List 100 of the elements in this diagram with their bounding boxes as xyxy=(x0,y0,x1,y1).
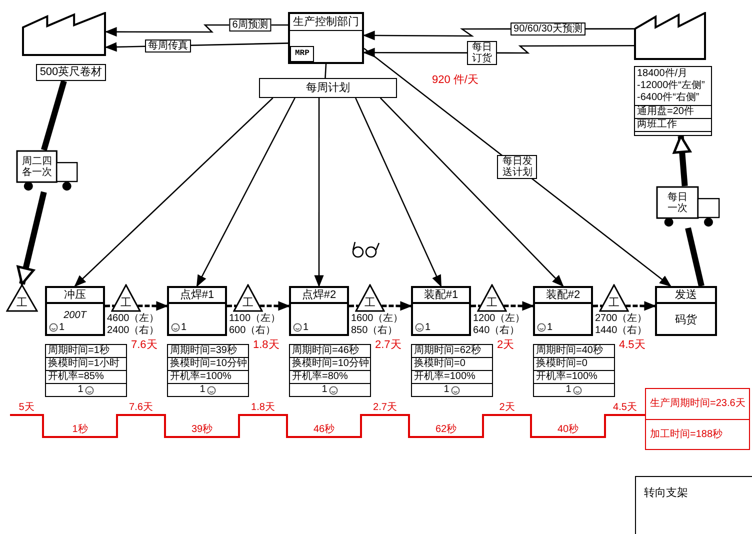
data-row: 开机率=80% xyxy=(290,371,370,384)
inventory-mark: 工 xyxy=(242,297,254,309)
data-row: 开机率=100% xyxy=(534,371,614,384)
data-box xyxy=(289,344,371,397)
text-box: 每周计划 xyxy=(259,78,397,98)
timeline-value: 7.6天 xyxy=(129,402,153,414)
process-box xyxy=(289,286,349,336)
inventory-quantity: 4600（左） 2400（右） xyxy=(107,313,160,337)
process-title: 冲压 xyxy=(47,288,103,304)
data-row-text: 加工时间=188秒 xyxy=(649,428,724,442)
operator-count: 1 xyxy=(200,384,206,396)
process-box xyxy=(655,286,717,336)
text-box: 500英尺卷材 xyxy=(36,64,106,81)
data-row: 周期时间=39秒 xyxy=(168,345,248,358)
data-row: 开机率=100% xyxy=(168,371,248,384)
summary-box xyxy=(645,388,750,450)
push-arrow xyxy=(504,301,534,311)
arrow xyxy=(380,98,564,287)
timeline-value: 1.8天 xyxy=(251,402,275,414)
data-row: 通用盘=20件 xyxy=(635,106,711,119)
lead-time: 4.5天 xyxy=(619,339,646,351)
demand-note: 920 件/天 xyxy=(432,73,478,88)
data-row: 周期时间=62秒 xyxy=(412,345,492,358)
operator-count: 1 xyxy=(181,322,187,333)
operator-count: 1 xyxy=(425,322,431,333)
process-note: 200T xyxy=(62,309,88,323)
data-row: 周期时间=46秒 xyxy=(290,345,370,358)
operator-count: 1 xyxy=(444,384,450,396)
arrow xyxy=(364,48,672,287)
operator-count: 1 xyxy=(303,322,309,333)
operator-count: 1 xyxy=(78,384,84,396)
push-arrow xyxy=(260,301,290,311)
edge-label: 每日订货 xyxy=(467,41,497,65)
system-tag: MRP xyxy=(290,46,314,62)
process-title: 装配#2 xyxy=(535,288,591,304)
data-row: 周期时间=40秒 xyxy=(534,345,614,358)
timeline-value: 62秒 xyxy=(435,424,457,436)
timeline-value: 2天 xyxy=(499,402,515,414)
data-row: 18400件/月 -12000件“左侧” -6400件“右侧” xyxy=(635,67,711,106)
operator-count: 1 xyxy=(547,322,553,333)
process-box xyxy=(167,286,227,336)
operator-count: 1 xyxy=(59,322,65,333)
data-row: 生产周期时间=23.6天 xyxy=(646,389,749,420)
data-box xyxy=(411,344,493,397)
operator-count: 1 xyxy=(566,384,572,396)
inventory-quantity: 1600（左） 850（右） xyxy=(351,313,404,337)
lead-time: 1.8天 xyxy=(253,339,280,351)
lead-time: 2.7天 xyxy=(375,339,402,351)
inventory-quantity: 1100（左） 600（右） xyxy=(229,313,282,337)
push-arrow xyxy=(382,301,412,311)
timeline-value: 39秒 xyxy=(191,424,213,436)
edge-label: 90/60/30天预测 xyxy=(510,22,586,36)
title-box: 转向支架 xyxy=(635,476,752,534)
inventory-quantity: 2700（左） 1440（右） xyxy=(595,313,648,337)
lead-time: 2天 xyxy=(497,339,514,351)
process-box xyxy=(533,286,593,336)
lead-time: 7.6天 xyxy=(131,339,158,351)
data-box xyxy=(634,66,712,136)
process-title: 点焊#2 xyxy=(291,288,347,304)
timeline-value: 5天 xyxy=(18,402,34,414)
data-row: 换模时间=0 xyxy=(412,358,492,371)
data-row: 周期时间=1秒 xyxy=(46,345,126,358)
operator-count: 1 xyxy=(322,384,328,396)
arrow xyxy=(314,98,324,288)
data-row: 换模时间=0 xyxy=(534,358,614,371)
control-title: 生产控制部门 xyxy=(290,14,362,31)
data-box xyxy=(45,344,127,397)
edge-label: 每日发送计划 xyxy=(497,155,538,180)
process-title: 装配#1 xyxy=(413,288,469,304)
data-box xyxy=(167,344,249,397)
arrow xyxy=(196,98,296,288)
timeline-value: 40秒 xyxy=(557,424,579,436)
inventory-mark: 工 xyxy=(120,297,132,309)
data-row: 开机率=100% xyxy=(412,371,492,384)
truck-label: 每日一次 xyxy=(666,192,688,214)
inventory-mark: 工 xyxy=(486,297,498,309)
timeline-value: 4.5天 xyxy=(613,402,637,414)
inventory-mark: 工 xyxy=(16,297,28,309)
process-box xyxy=(411,286,471,336)
process-box xyxy=(45,286,105,336)
process-title: 点焊#1 xyxy=(169,288,225,304)
timeline-value: 46秒 xyxy=(313,424,335,436)
arrow xyxy=(355,98,442,288)
inventory-mark: 工 xyxy=(608,297,620,309)
data-row: 换模时间=10分钟 xyxy=(168,358,248,371)
data-row: 两班工作 xyxy=(635,119,711,132)
control-box xyxy=(288,12,364,64)
data-box xyxy=(533,344,615,397)
timeline-value: 2.7天 xyxy=(373,402,397,414)
data-row: 换模时间=10分钟 xyxy=(290,358,370,371)
data-row: 开机率=85% xyxy=(46,371,126,384)
inventory-mark: 工 xyxy=(364,297,376,309)
inventory-quantity: 1200（左） 640（右） xyxy=(473,313,526,337)
shipment-arrow xyxy=(672,134,692,186)
push-arrow xyxy=(626,301,656,311)
arrow xyxy=(74,98,274,287)
push-arrow xyxy=(138,301,168,311)
process-note: 码货 xyxy=(674,313,698,328)
edge-label: 每周传真 xyxy=(145,40,191,52)
timeline-value: 1秒 xyxy=(72,424,88,436)
